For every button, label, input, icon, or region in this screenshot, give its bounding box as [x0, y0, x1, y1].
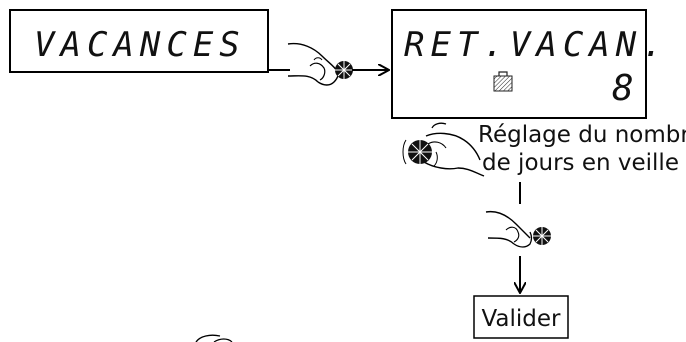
- validate-box: Valider: [473, 295, 569, 339]
- validate-label: Valider: [481, 306, 561, 332]
- lcd-text-ret-vacan: RET.VACAN.: [404, 25, 669, 65]
- lcd-screen-ret-vacan: RET.VACAN. 8: [391, 9, 669, 119]
- lcd-screen-vacances: VACANCES: [9, 9, 269, 73]
- suitcase-icon: [493, 71, 513, 92]
- hand-rotate-icon: [402, 122, 485, 177]
- hand-partial-icon: [195, 334, 233, 342]
- hand-press-icon: [485, 210, 551, 248]
- step-label-line-1: Réglage du nombre: [478, 122, 686, 148]
- step-label-line-2: de jours en veille: [482, 150, 679, 176]
- lcd-text-vacances: VACANCES: [34, 25, 246, 65]
- lcd-value-days: 8: [612, 68, 640, 109]
- hand-press-icon: [287, 42, 353, 86]
